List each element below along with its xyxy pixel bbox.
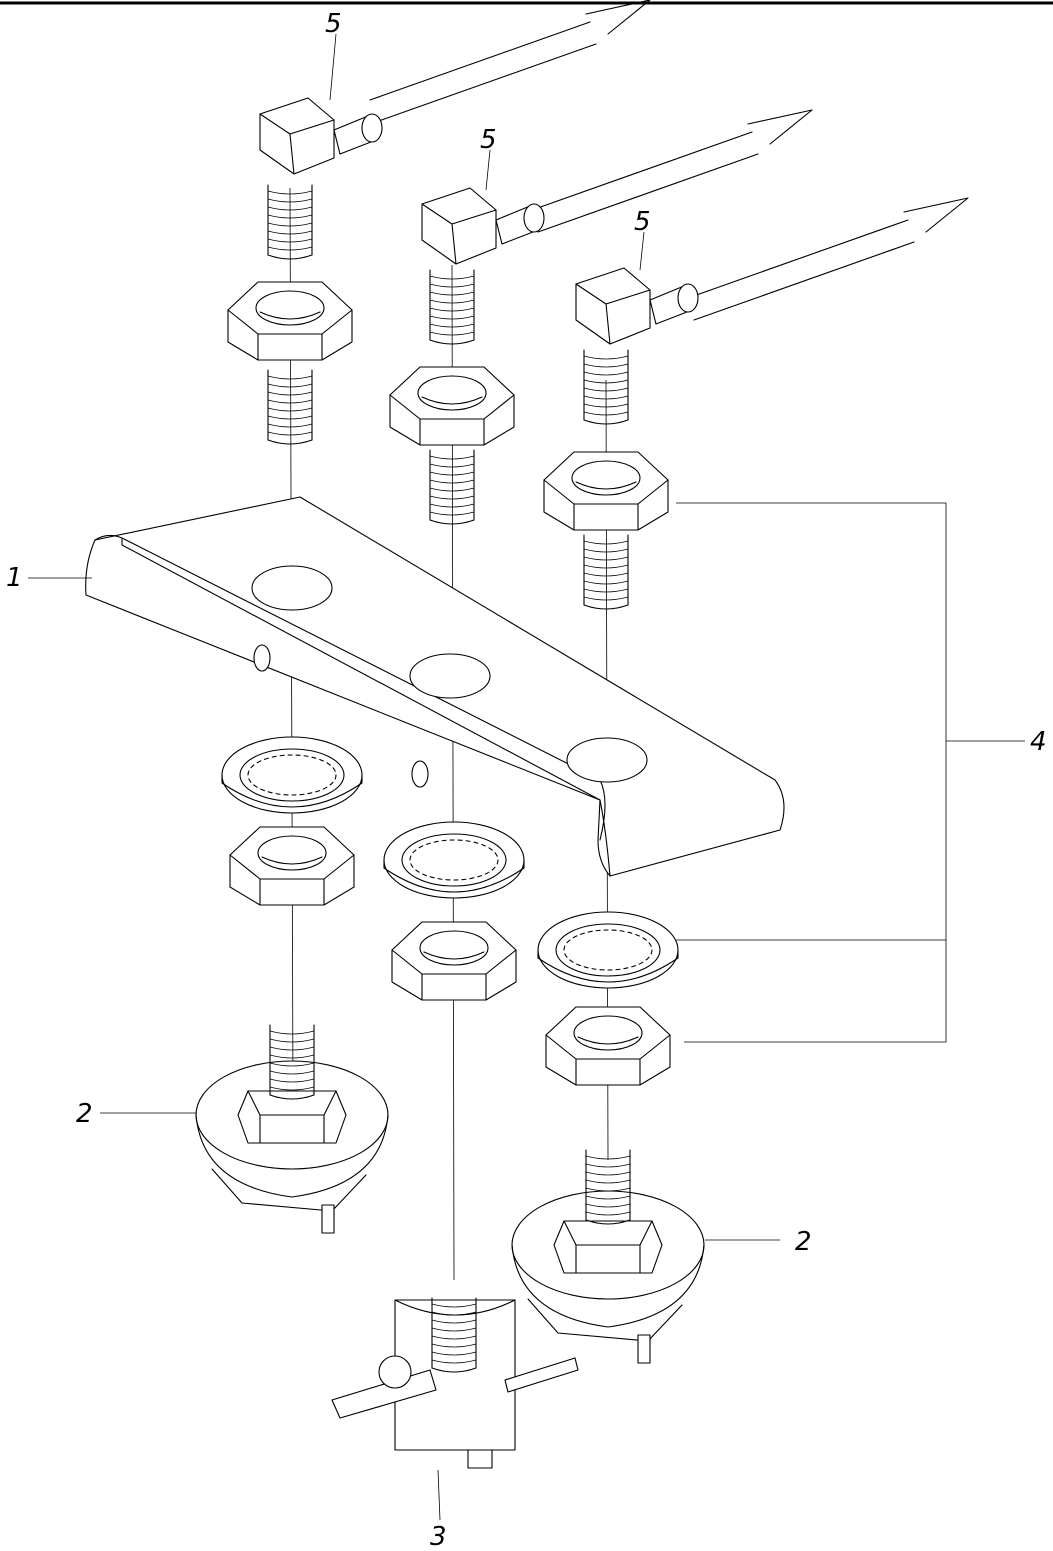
mounting-bracket xyxy=(85,496,785,877)
callout-2-left: 2 xyxy=(76,1099,93,1129)
callout-4: 4 xyxy=(1030,727,1047,757)
callout-5-middle: 5 xyxy=(480,125,497,155)
leader-lines xyxy=(28,33,1025,1521)
circuit-breaker xyxy=(331,1299,579,1469)
callout-3: 3 xyxy=(430,1522,447,1551)
callout-1: 1 xyxy=(6,563,23,593)
column-middle xyxy=(331,109,813,1469)
callout-2-right: 2 xyxy=(795,1227,812,1257)
callout-5-right: 5 xyxy=(634,207,651,237)
callout-5-left: 5 xyxy=(325,9,342,39)
